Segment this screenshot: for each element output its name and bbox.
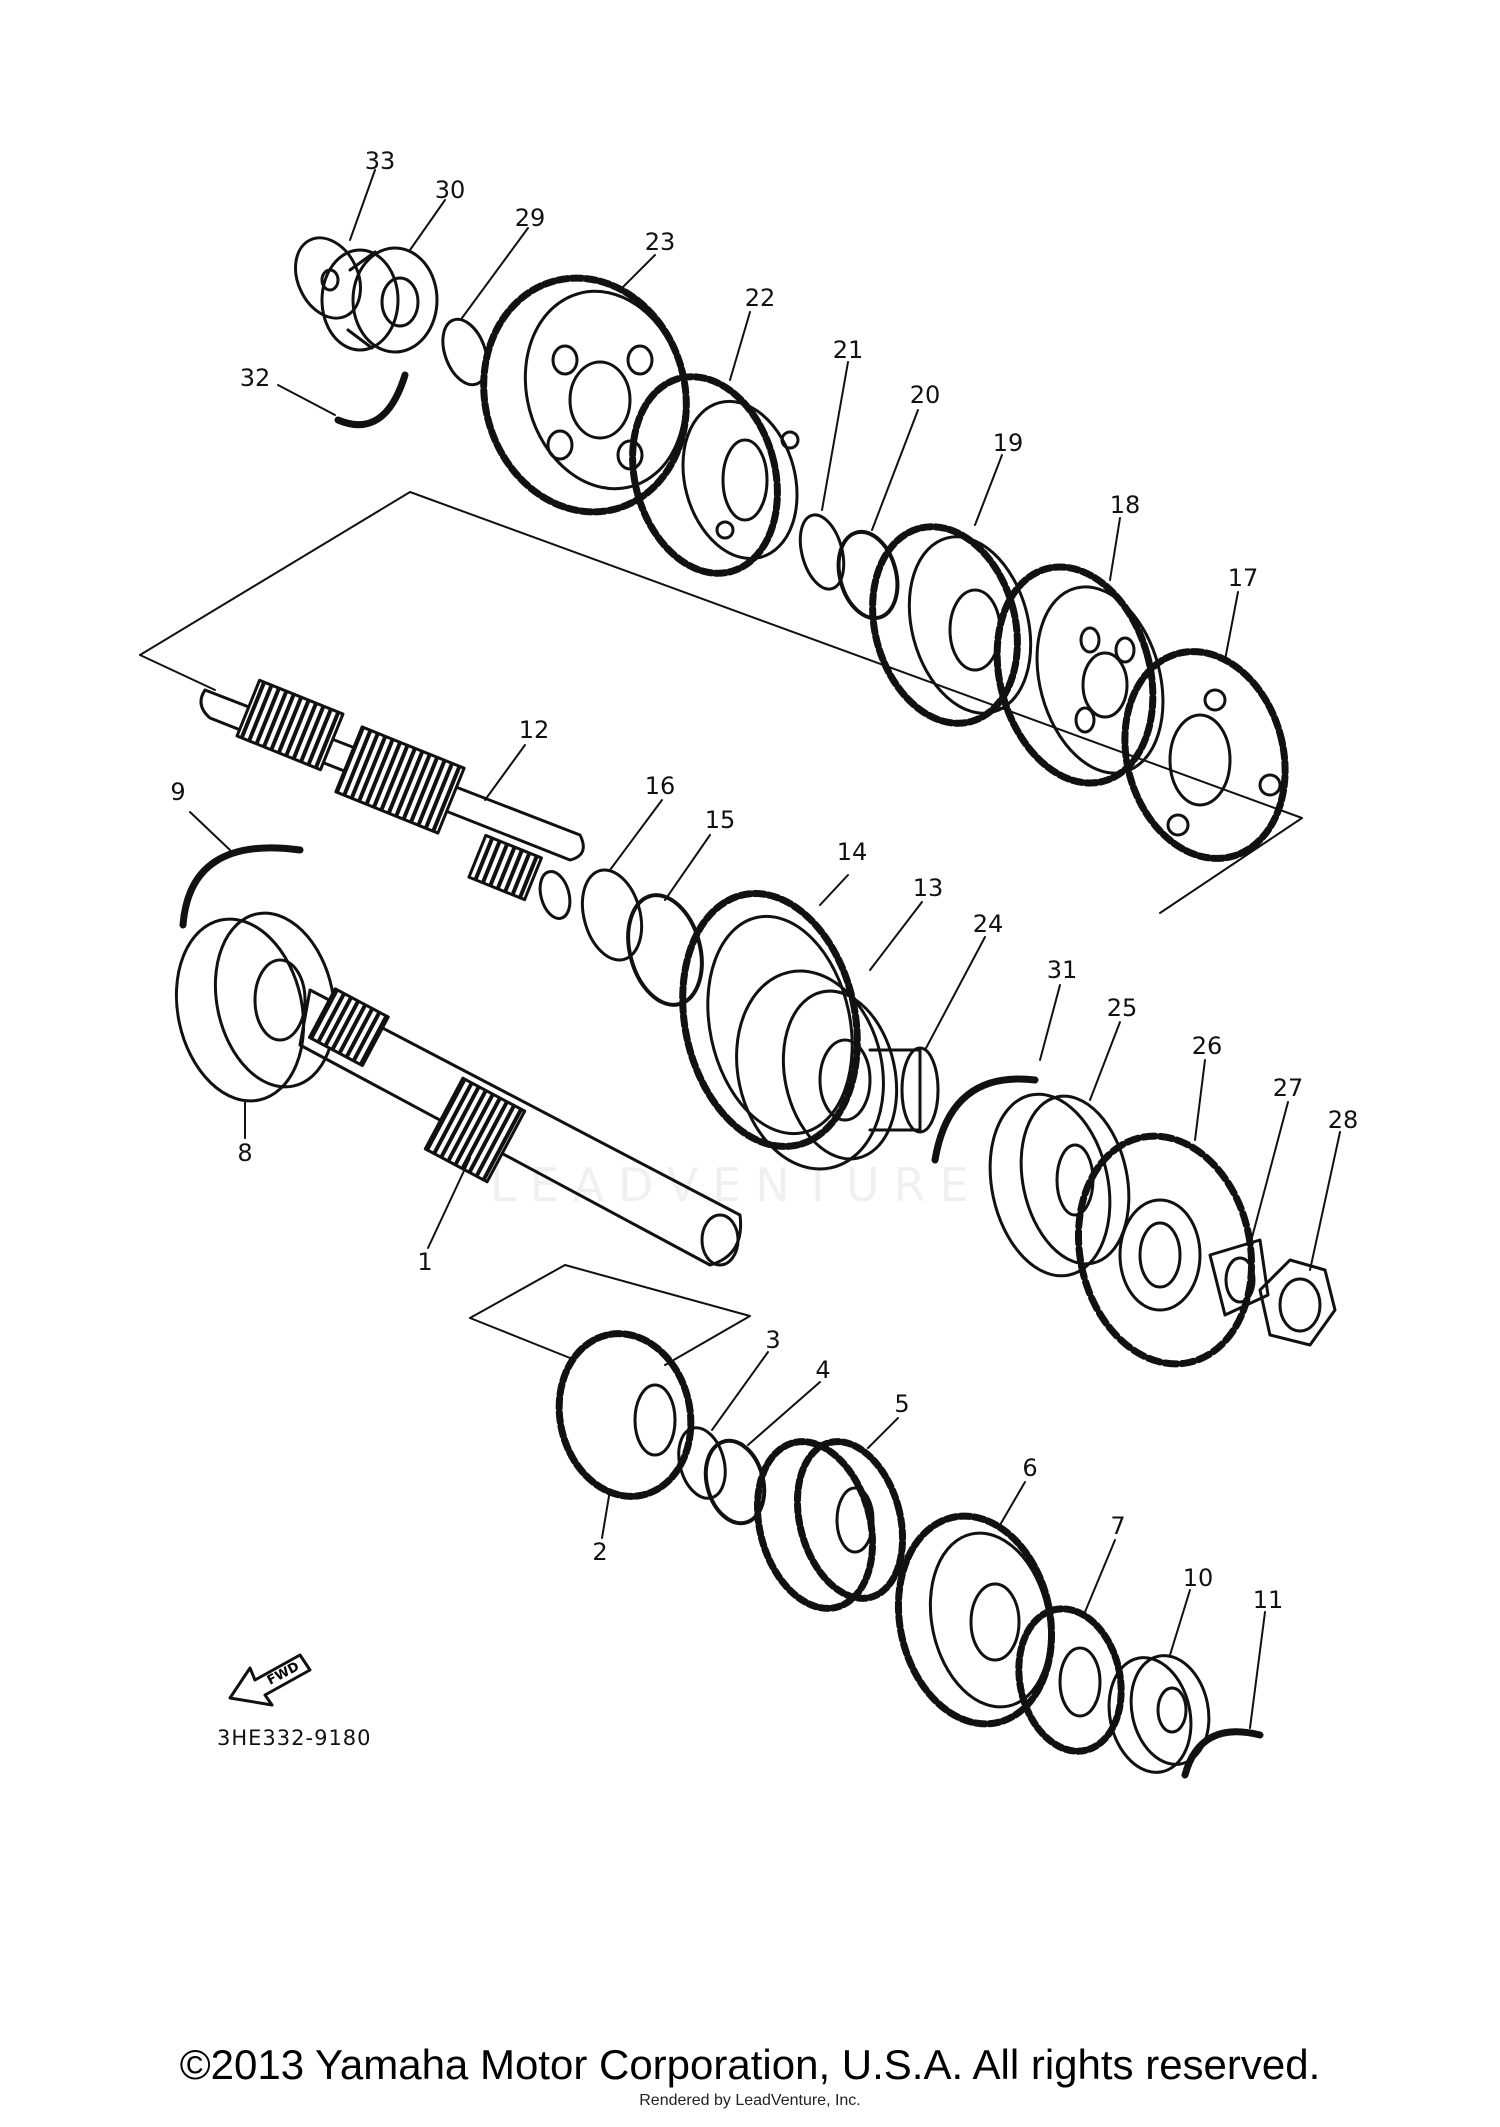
callout-17: 17 [1227, 564, 1259, 592]
callout-6: 6 [1022, 1454, 1038, 1482]
diagram-part-number: 3HE332-9180 [217, 1726, 372, 1750]
callout-8: 8 [237, 1139, 253, 1167]
callout-1: 1 [417, 1248, 433, 1276]
callout-29: 29 [514, 204, 546, 232]
watermark: LEADVENTURE [490, 1158, 983, 1212]
callout-33: 33 [364, 147, 396, 175]
callout-21: 21 [832, 336, 864, 364]
part-12-main-shaft [199, 678, 585, 920]
drive-shaft-frame [469, 1264, 751, 1366]
callout-7: 7 [1110, 1512, 1126, 1540]
callout-15: 15 [704, 806, 736, 834]
callout-3: 3 [765, 1326, 781, 1354]
callout-9: 9 [170, 778, 186, 806]
part-20-washer [836, 529, 900, 621]
callout-13: 13 [912, 874, 944, 902]
main-shaft-frame [139, 491, 1303, 914]
part-22-gear [629, 373, 800, 577]
callout-20: 20 [909, 381, 941, 409]
part-2-gear [555, 1330, 695, 1500]
part-14-gear [679, 890, 861, 1150]
callout-32: 32 [239, 364, 271, 392]
part-26-sprocket [1074, 1132, 1256, 1368]
part-3-circlip [677, 1426, 727, 1500]
callout-14: 14 [836, 838, 868, 866]
part-24-collar [868, 1046, 940, 1134]
rendered-by-credit: Rendered by LeadVenture, Inc. [639, 2092, 861, 2109]
part-29-circlip [441, 317, 489, 387]
part-1-drive-axle [298, 987, 743, 1267]
callout-28: 28 [1327, 1106, 1359, 1134]
callout-26: 26 [1191, 1032, 1223, 1060]
part-33-washer [294, 236, 362, 320]
part-11-half-ring [1181, 1728, 1264, 1779]
part-32-half-ring [334, 371, 409, 429]
callout-22: 22 [744, 284, 776, 312]
part-15-washer [626, 893, 704, 1007]
part-8-bearing [174, 911, 337, 1103]
callout-12: 12 [518, 716, 550, 744]
part-6-gear [894, 1512, 1056, 1728]
part-9-half-ring [179, 844, 304, 929]
callout-4: 4 [815, 1356, 831, 1384]
callout-5: 5 [894, 1390, 910, 1418]
part-5-gear [753, 1438, 907, 1612]
part-17-gear [1121, 648, 1289, 862]
callout-10: 10 [1182, 1564, 1214, 1592]
callout-24: 24 [972, 910, 1004, 938]
part-30-bearing [320, 246, 439, 354]
callout-11: 11 [1252, 1586, 1284, 1614]
callout-31: 31 [1046, 956, 1078, 984]
callout-16: 16 [644, 772, 676, 800]
part-31-half-ring [931, 1075, 1039, 1164]
callout-23: 23 [644, 228, 676, 256]
callout-2: 2 [592, 1538, 608, 1566]
callout-30: 30 [434, 176, 466, 204]
callout-25: 25 [1106, 994, 1138, 1022]
leader-lines [189, 169, 1341, 1729]
callout-27: 27 [1272, 1074, 1304, 1102]
copyright-notice: ©2013 Yamaha Motor Corporation, U.S.A. A… [179, 2041, 1321, 2088]
part-13-bearing [735, 969, 899, 1171]
part-25-seal [988, 1092, 1131, 1278]
part-16-circlip [580, 868, 644, 962]
callout-18: 18 [1109, 491, 1141, 519]
part-10-bearing [1107, 1654, 1211, 1774]
part-27-lock-washer [1208, 1238, 1270, 1317]
part-23-gear [480, 274, 690, 516]
fwd-arrow-icon [228, 1653, 312, 1707]
part-28-nut [1258, 1258, 1337, 1347]
callout-19: 19 [992, 429, 1024, 457]
